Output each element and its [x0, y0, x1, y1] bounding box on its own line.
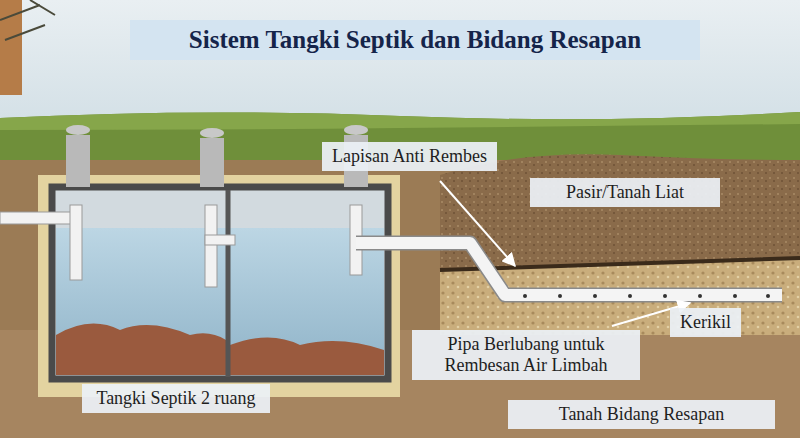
layer-label: Pasir/Tanah Liat [530, 178, 720, 207]
sand-envelope [38, 175, 400, 397]
access-cap [344, 125, 368, 135]
label-text: Lapisan Anti Rembes [332, 146, 487, 167]
perforated-pipe [356, 243, 782, 295]
inlet-pipe [0, 212, 76, 224]
tank-wall [52, 187, 388, 379]
tee-pipe [205, 205, 217, 287]
outlet-pipe-outline [356, 243, 782, 295]
layer-label: Lapisan Anti Rembes [322, 142, 497, 171]
soil-label: Tanah Bidang Resapan [508, 400, 775, 429]
title-banner: Sistem Tangki Septik dan Bidang Resapan [130, 20, 700, 60]
sand-clay-layer [440, 154, 800, 270]
sludge [230, 338, 384, 376]
wastewater [56, 228, 384, 375]
tree-branches [0, 0, 55, 40]
label-text: Pipa Berlubang untuk Rembesan Air Limbah [422, 334, 630, 376]
label-text: Pasir/Tanah Liat [540, 182, 710, 203]
tank-label: Tangki Septik 2 ruang [82, 384, 270, 413]
leader-line [440, 181, 515, 266]
label-text: Tangki Septik 2 ruang [92, 388, 260, 409]
transfer-pipe [205, 235, 235, 245]
riser [66, 135, 90, 187]
tank-divider [226, 190, 231, 377]
riser [200, 138, 224, 187]
pipe-holes [523, 294, 770, 298]
layer-label: Kerikil [670, 308, 741, 337]
access-cap [200, 128, 224, 138]
label-text: Tanah Bidang Resapan [518, 404, 765, 425]
sludge [56, 324, 226, 375]
tee-pipe [70, 205, 82, 280]
label-text: Kerikil [680, 312, 731, 333]
soil [0, 150, 800, 438]
house [0, 0, 22, 95]
access-cap [66, 125, 90, 135]
grass-top [0, 112, 800, 130]
pipe-label: Pipa Berlubang untuk Rembesan Air Limbah [412, 330, 640, 380]
